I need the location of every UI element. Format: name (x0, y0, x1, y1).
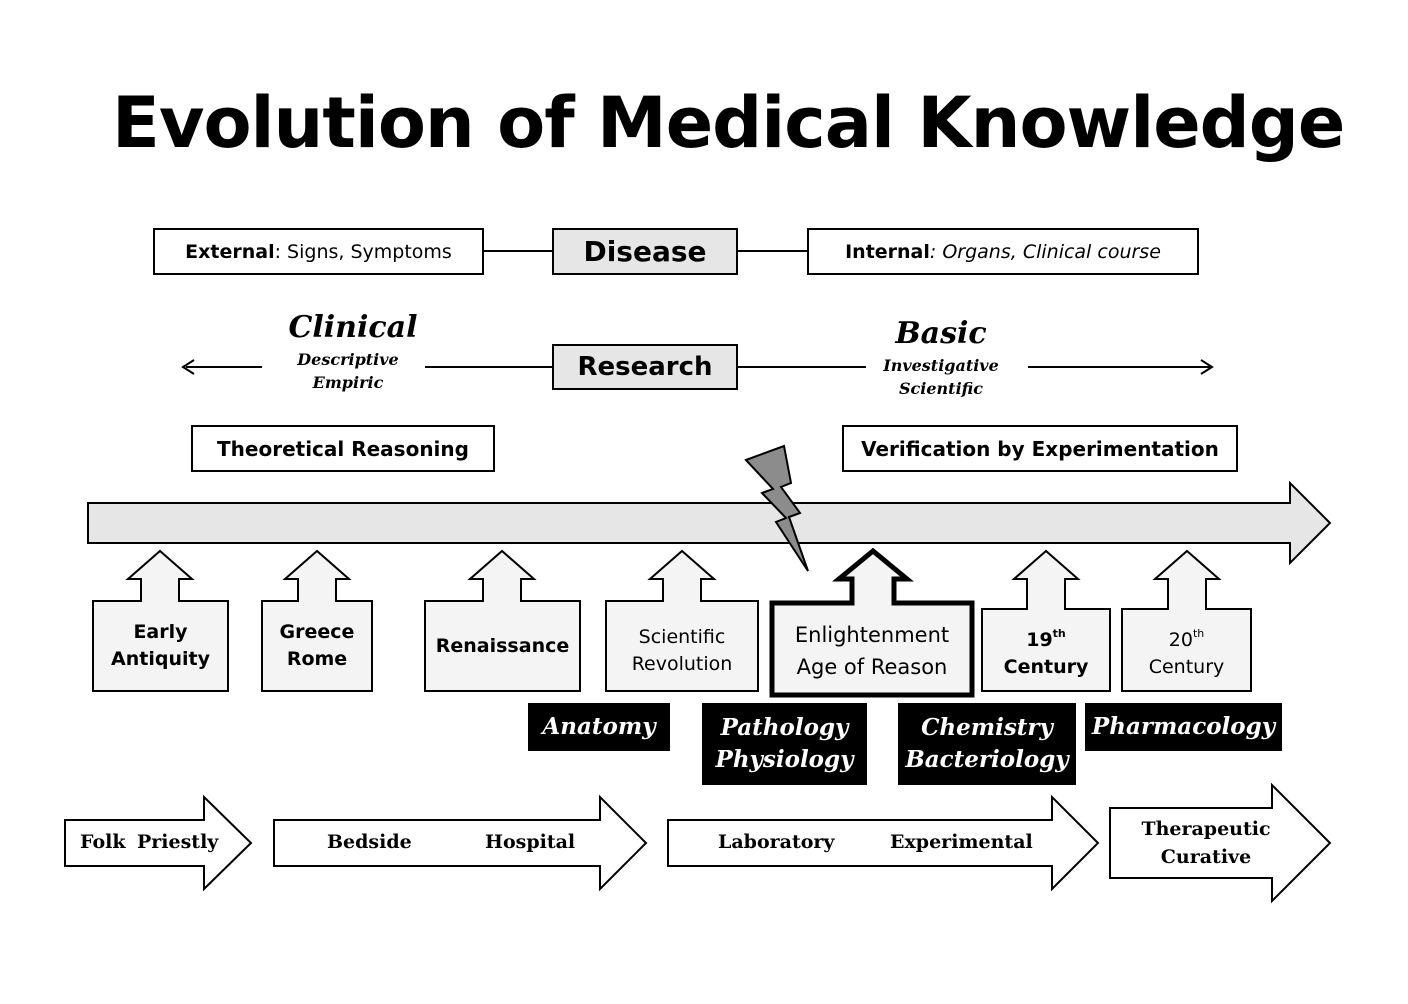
timeline-arrow (87, 480, 1332, 566)
stage-bedside: Bedside (327, 831, 412, 853)
external-box: External: Signs, Symptoms (153, 228, 484, 275)
internal-detail: : Organs, Clinical course (929, 240, 1161, 263)
diagram-title: Evolution of Medical Knowledge (112, 82, 1345, 164)
stage-arrow-bedside-hospital (273, 794, 648, 892)
era-box-renaissance (424, 549, 581, 692)
era-scientific-revolution: Scientific Revolution (606, 606, 758, 696)
era-line2: Rome (286, 648, 348, 670)
clinical-descriptive: Descriptive (297, 350, 399, 369)
era-box-enlightenment (769, 547, 975, 698)
era-box-greece-rome (261, 549, 373, 692)
stage-hospital: Hospital (485, 831, 576, 853)
basic-title: Basic (895, 316, 987, 351)
era-line2: Century (1003, 655, 1089, 678)
stage-therapeutic: Therapeutic (1141, 818, 1271, 840)
stage-arrow-therapeutic-curative (1109, 782, 1332, 904)
discipline-pharmacology: Pharmacology (1085, 703, 1282, 751)
clinical-empiric: Empiric (312, 373, 384, 392)
era-19-number: 19th (1026, 626, 1066, 651)
stage-arrow-laboratory-experimental (667, 794, 1100, 892)
discipline-pathology-physiology: Pathology Physiology (702, 703, 867, 785)
era-20th-century: 20th Century (1122, 609, 1251, 691)
lightning-bolt-icon (744, 444, 809, 572)
stage-experimental: Experimental (890, 831, 1033, 853)
era-box-20th-century (1121, 549, 1252, 692)
era-line2: Century (1148, 655, 1225, 678)
era-box-scientific-revolution (605, 549, 759, 692)
external-detail: : Signs, Symptoms (274, 240, 452, 263)
era-renaissance: Renaissance (425, 601, 580, 691)
discipline-line1: Anatomy (542, 713, 656, 740)
era-line1: Renaissance (435, 634, 570, 657)
discipline-line2: Physiology (715, 746, 854, 773)
basic-investigative: Investigative (883, 356, 999, 375)
era-line2: Revolution (631, 653, 733, 675)
discipline-anatomy: Anatomy (528, 703, 670, 751)
era-early-antiquity: Early Antiquity (93, 601, 228, 691)
internal-label: Internal (845, 240, 930, 263)
discipline-chemistry-bacteriology: Chemistry Bacteriology (898, 703, 1076, 785)
stage-curative: Curative (1160, 846, 1252, 868)
discipline-line1: Pharmacology (1091, 713, 1276, 740)
era-box-early-antiquity (92, 549, 229, 692)
era-enlightenment: Enlightenment Age of Reason (772, 606, 972, 696)
discipline-line1: Pathology (720, 714, 849, 741)
stage-folk: Folk (80, 831, 126, 853)
internal-box: Internal: Organs, Clinical course (807, 228, 1199, 275)
stage-laboratory: Laboratory (718, 831, 835, 853)
era-line1: Enlightenment (794, 623, 950, 647)
verification-box: Verification by Experimentation (842, 425, 1238, 472)
era-line1: Scientific (638, 626, 726, 648)
stage-priestly: Priestly (137, 831, 219, 853)
era-line2: Age of Reason (796, 655, 948, 679)
external-label: External (185, 240, 275, 263)
discipline-line1: Chemistry (921, 714, 1053, 741)
discipline-line2: Bacteriology (905, 746, 1069, 773)
stage-arrow-folk-priestly (64, 794, 253, 892)
research-right-arrowhead (1200, 359, 1214, 375)
research-box: Research (552, 344, 738, 390)
era-line1: Early (133, 621, 188, 643)
theoretical-reasoning-box: Theoretical Reasoning (191, 425, 495, 472)
era-box-19th-century (981, 549, 1111, 692)
research-left-arrowhead (181, 359, 195, 375)
era-greece-rome: Greece Rome (262, 601, 372, 691)
disease-box: Disease (552, 228, 738, 275)
era-line2: Antiquity (111, 648, 210, 670)
era-line1: Greece (279, 621, 355, 643)
clinical-title: Clinical (288, 310, 418, 345)
basic-scientific: Scientific (898, 379, 984, 398)
era-19th-century: 19th Century (982, 609, 1110, 691)
era-20-number: 20th (1168, 626, 1205, 651)
